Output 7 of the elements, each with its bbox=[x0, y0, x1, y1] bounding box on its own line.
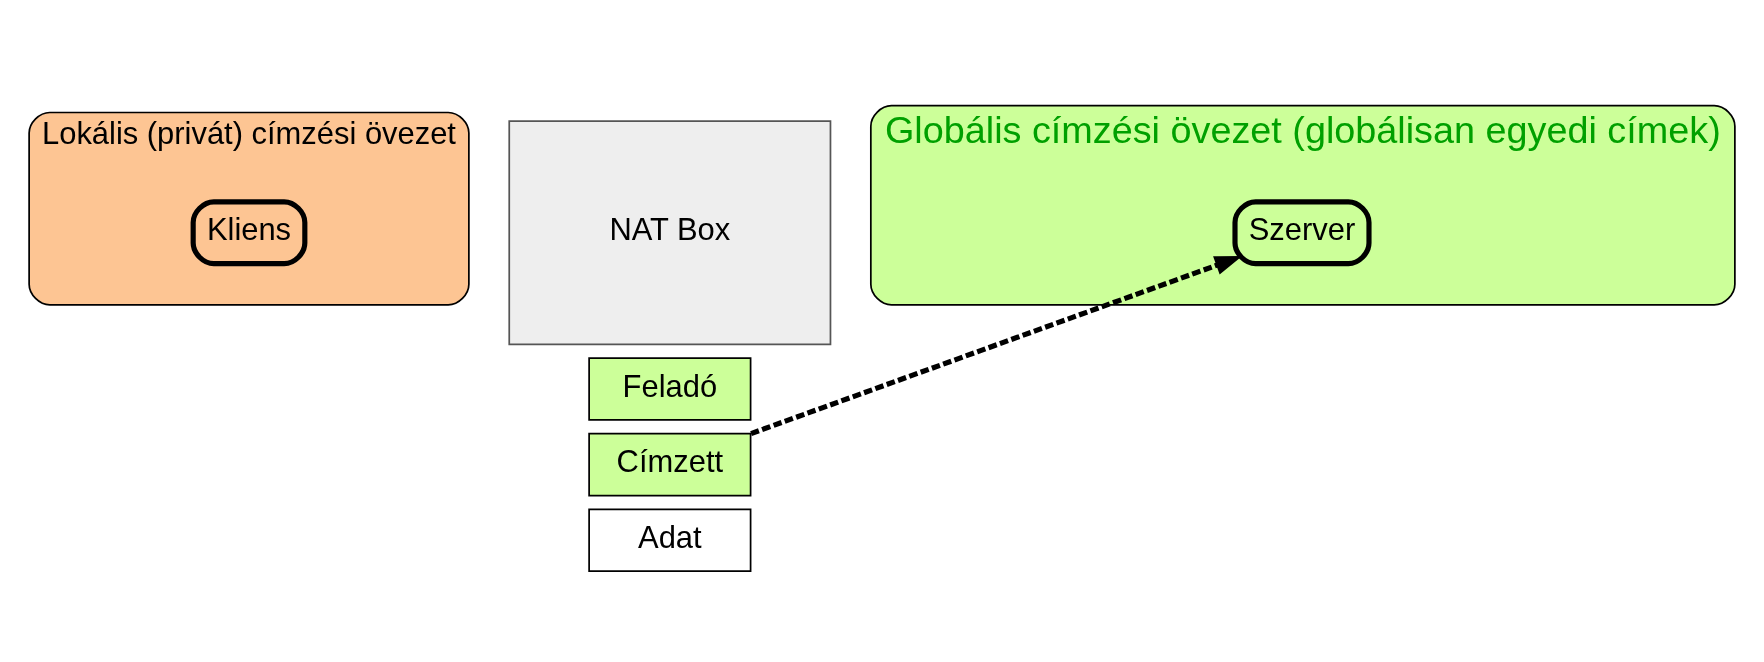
node-box: Szerver bbox=[1232, 198, 1372, 266]
node-box: Kliens bbox=[190, 198, 308, 266]
node-box: Feladó bbox=[588, 356, 752, 421]
node-box: Adat bbox=[588, 507, 752, 572]
node-box: NAT Box bbox=[508, 119, 832, 345]
node-box: Címzett bbox=[588, 432, 752, 496]
arrow bbox=[750, 255, 1243, 436]
